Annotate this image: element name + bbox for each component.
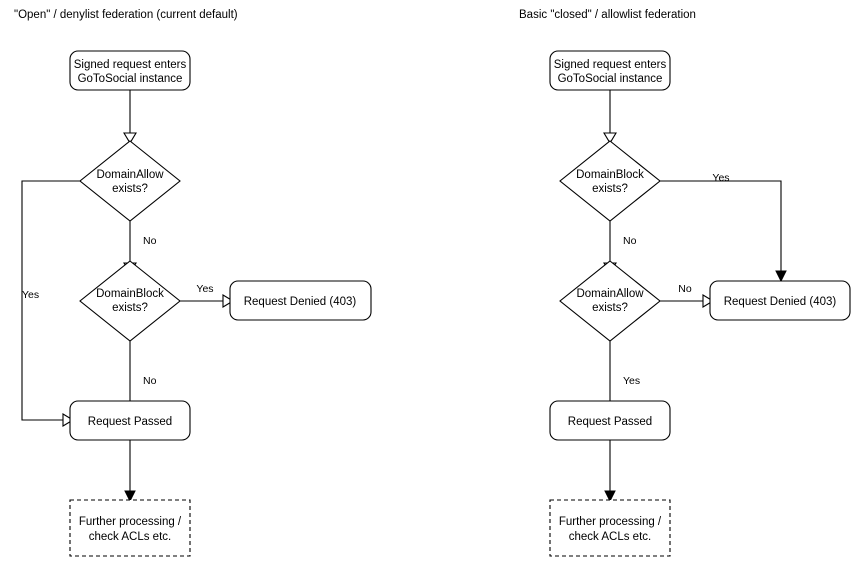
node-start-right[interactable]: Signed request enters GoToSocial instanc… [549,50,671,91]
node-request-passed-left-label: Request Passed [88,416,172,428]
edge-domainallow-yes-to-passed [21,180,80,421]
node-further-processing-right-line1: Further processing / [559,516,662,528]
node-decision-domainblock-left[interactable]: DomainBlock exists? [79,260,181,342]
diagram-open-denylist: "Open" / denylist federation (current de… [14,9,372,557]
node-decision-domainallow-right-shape[interactable] [559,260,661,342]
node-further-processing-left-line2: check ACLs etc. [89,531,171,543]
diagram-title-right: Basic "closed" / allowlist federation [519,9,696,21]
node-decision-domainblock-right[interactable]: DomainBlock exists? [559,140,661,222]
arrowhead-solid-domainblock-yes-right [775,270,787,283]
edge-label-domainblock-no-right: No [623,235,637,247]
arrowhead-open-domainallow-yes [62,413,75,427]
node-decision-domainblock-right-line2: exists? [592,183,628,195]
node-decision-domainallow-left-line1: DomainAllow [96,169,164,181]
node-start-right-line1: Signed request enters [554,59,667,71]
arrowhead-open-start-to-domainblock-right [603,132,617,145]
node-decision-domainblock-left-line1: DomainBlock [96,288,164,300]
arrowhead-open-start-to-domainallow [123,132,137,145]
node-decision-domainallow-right-line2: exists? [592,302,628,314]
edge-label-domainblock-yes: Yes [196,283,213,295]
node-request-denied-left-shape[interactable] [229,280,372,321]
diagram-closed-allowlist: Basic "closed" / allowlist federation Si… [519,9,851,557]
edge-label-domainallow-yes-right: Yes [623,375,640,387]
node-request-denied-right[interactable]: Request Denied (403) [709,280,851,321]
arrowhead-solid-passed-to-further-right [604,490,616,503]
edge-domainblock-yes-to-denied-right [660,180,782,276]
node-decision-domainallow-left-shape[interactable] [79,140,181,222]
node-decision-domainblock-right-line1: DomainBlock [576,169,644,181]
node-start-left[interactable]: Signed request enters GoToSocial instanc… [69,50,191,91]
node-decision-domainallow-right-line1: DomainAllow [576,288,644,300]
node-further-processing-left[interactable]: Further processing / check ACLs etc. [69,499,191,557]
arrowhead-open-domainallow-no-right [702,294,715,308]
node-decision-domainallow-right[interactable]: DomainAllow exists? [559,260,661,342]
edge-label-domainallow-no-right: No [678,283,692,295]
arrowhead-solid-passed-to-further-left [124,490,136,503]
diagram-title-left: "Open" / denylist federation (current de… [14,9,238,21]
node-request-denied-left[interactable]: Request Denied (403) [229,280,372,321]
node-further-processing-left-shape[interactable] [69,499,191,557]
node-request-denied-right-shape[interactable] [709,280,851,321]
node-decision-domainallow-left[interactable]: DomainAllow exists? [79,140,181,222]
edge-label-domainallow-yes: Yes [22,289,39,301]
node-decision-domainallow-left-line2: exists? [112,183,148,195]
node-start-right-line2: GoToSocial instance [558,73,663,85]
edge-label-domainallow-no: No [143,235,157,247]
node-decision-domainblock-left-line2: exists? [112,302,148,314]
node-request-passed-left[interactable]: Request Passed [69,400,191,441]
node-further-processing-right-shape[interactable] [549,499,671,557]
edge-label-domainblock-yes-right: Yes [712,172,729,184]
node-request-denied-left-label: Request Denied (403) [244,296,357,308]
node-further-processing-left-line1: Further processing / [79,516,182,528]
node-request-denied-right-label: Request Denied (403) [724,296,837,308]
edge-label-domainblock-no: No [143,375,157,387]
node-start-left-line1: Signed request enters [74,59,187,71]
arrowhead-open-domainblock-yes [222,294,235,308]
node-further-processing-right-line2: check ACLs etc. [569,531,651,543]
node-request-passed-right-label: Request Passed [568,416,652,428]
node-request-passed-right[interactable]: Request Passed [549,400,671,441]
node-further-processing-right[interactable]: Further processing / check ACLs etc. [549,499,671,557]
node-start-left-line2: GoToSocial instance [78,73,183,85]
node-decision-domainblock-right-shape[interactable] [559,140,661,222]
node-decision-domainblock-left-shape[interactable] [79,260,181,342]
